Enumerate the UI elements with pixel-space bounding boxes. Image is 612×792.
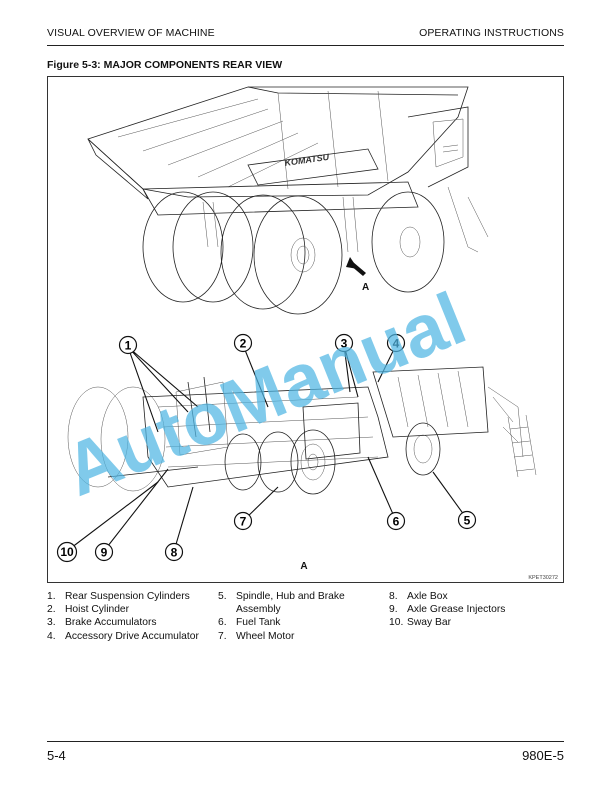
svg-text:10: 10 <box>60 545 74 559</box>
callout-3: 3 <box>334 333 354 353</box>
footer-divider <box>47 741 564 742</box>
legend-item: 2.Hoist Cylinder <box>47 604 130 616</box>
truck-brand-text: KOMATSU <box>284 152 330 168</box>
callout-markers: 1 2 3 4 5 6 7 <box>56 333 477 563</box>
svg-text:9: 9 <box>101 546 108 560</box>
rear-detail-view <box>66 344 537 552</box>
legend-column-3: 8.Axle Box 9.Axle Grease Injectors 10.Sw… <box>389 590 559 630</box>
callout-6: 6 <box>386 511 406 531</box>
view-arrow-label: A <box>362 282 369 293</box>
legend-item: 3.Brake Accumulators <box>47 617 157 629</box>
model-number: 980E-5 <box>522 748 564 763</box>
page-number: 5-4 <box>47 748 66 763</box>
legend-item: 5.Spindle, Hub and Brake Assembly <box>218 591 345 616</box>
callout-7: 7 <box>233 511 253 531</box>
figure-frame: KOMATSU A <box>47 76 564 583</box>
callout-2: 2 <box>233 333 253 353</box>
legend-item: 7.Wheel Motor <box>218 630 295 642</box>
header-divider <box>47 45 564 46</box>
svg-text:2: 2 <box>240 337 247 351</box>
legend-column-1: 1.Rear Suspension Cylinders 2.Hoist Cyli… <box>47 590 217 643</box>
header-manual-title: OPERATING INSTRUCTIONS <box>419 27 564 39</box>
callout-5: 5 <box>457 510 477 530</box>
callout-10: 10 <box>56 541 78 563</box>
legend-item: 6.Fuel Tank <box>218 617 281 629</box>
svg-text:7: 7 <box>240 515 247 529</box>
callout-4: 4 <box>386 333 406 353</box>
legend-item: 9.Axle Grease Injectors <box>389 604 506 616</box>
legend-item: 1.Rear Suspension Cylinders <box>47 591 190 602</box>
legend-item: 4.Accessory Drive Accumulator <box>47 630 199 642</box>
svg-text:6: 6 <box>393 515 400 529</box>
legend-item: 10.Sway Bar <box>389 617 452 629</box>
detail-label: A <box>300 561 307 572</box>
callout-8: 8 <box>164 542 184 562</box>
header-section-title: VISUAL OVERVIEW OF MACHINE <box>47 27 215 39</box>
figure-code: KPET30272 <box>528 575 558 581</box>
truck-illustration: KOMATSU A <box>53 86 558 581</box>
svg-text:3: 3 <box>341 337 348 351</box>
truck-top-view: KOMATSU A <box>87 86 489 315</box>
svg-text:5: 5 <box>464 514 471 528</box>
svg-text:4: 4 <box>393 337 400 351</box>
figure-title: Figure 5-3: MAJOR COMPONENTS REAR VIEW <box>47 59 283 71</box>
svg-text:8: 8 <box>171 546 178 560</box>
legend-item: 8.Axle Box <box>389 591 448 602</box>
callout-1: 1 <box>118 335 138 355</box>
svg-text:1: 1 <box>125 339 132 353</box>
callout-9: 9 <box>94 542 114 562</box>
legend-column-2: 5.Spindle, Hub and Brake Assembly 6.Fuel… <box>218 590 378 643</box>
